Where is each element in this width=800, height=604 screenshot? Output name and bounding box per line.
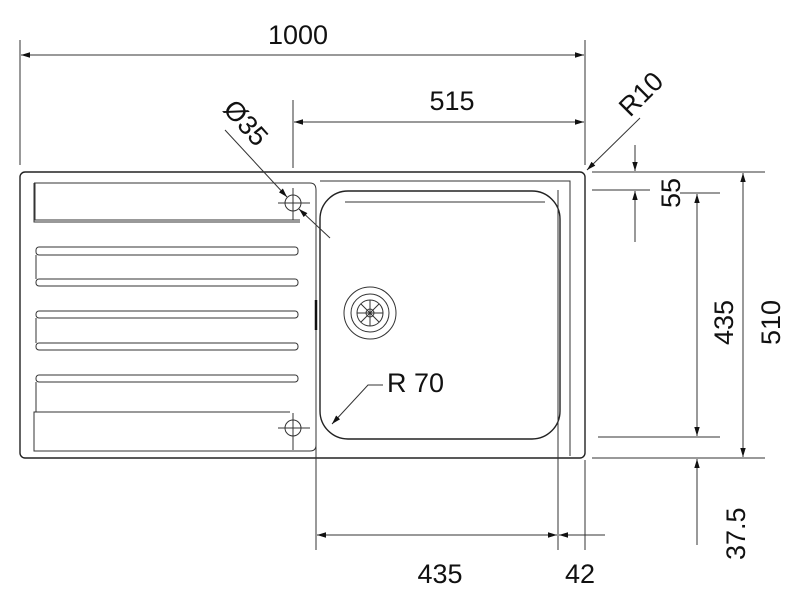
dimension-37-5: 37.5 <box>694 459 751 560</box>
dim-corner-radius: R10 <box>613 66 669 122</box>
dimension-515: 515 <box>292 86 584 168</box>
sink-outline <box>19 171 586 459</box>
dimension-bottom: 435 42 <box>315 190 605 589</box>
dimension-r10: R10 <box>586 66 669 171</box>
dimension-55: 55 <box>592 145 765 242</box>
drain-icon <box>343 286 397 340</box>
dimension-1000: 1000 <box>19 20 586 165</box>
dim-bowl-radius: R 70 <box>387 368 444 398</box>
dim-bottom-margin: 37.5 <box>721 507 751 560</box>
dim-right-margin: 42 <box>565 559 595 589</box>
dim-bowl-depth: 435 <box>709 300 739 345</box>
drainer-grooves <box>35 246 318 412</box>
dim-overall-width: 1000 <box>268 20 328 50</box>
bowl <box>319 190 561 440</box>
dim-overall-depth: 510 <box>756 300 786 345</box>
dimension-tap-hole: Ø35 <box>218 94 331 239</box>
dim-tap-hole-diameter: Ø35 <box>218 94 274 152</box>
dimension-r70: R 70 <box>331 368 444 425</box>
dimension-435-vertical: 435 <box>598 192 739 438</box>
dim-bowl-offset: 515 <box>429 86 474 116</box>
dimension-510: 510 <box>592 173 786 459</box>
tap-holes <box>278 188 310 450</box>
dim-bowl-width: 435 <box>417 559 462 589</box>
